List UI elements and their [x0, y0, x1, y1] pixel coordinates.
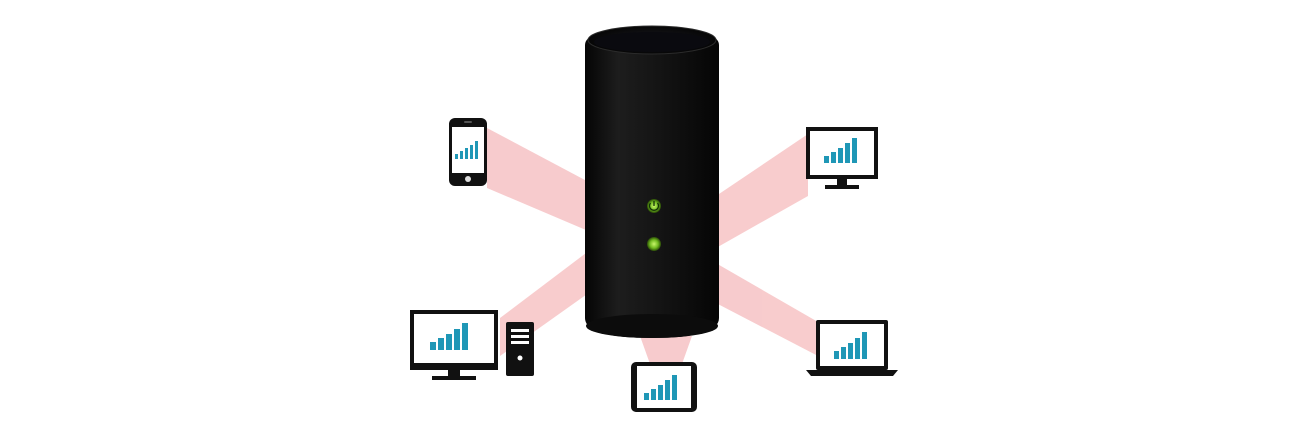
router-base: [586, 314, 718, 338]
signal-bars-icon: [834, 332, 867, 359]
monitor-icon: [806, 127, 878, 189]
smartphone-icon: [449, 118, 487, 186]
beam-tablet: [640, 336, 692, 364]
router-body: [585, 28, 719, 338]
beam-monitor-right: [716, 134, 808, 248]
beam-laptop: [714, 262, 818, 356]
wifi-status-icon: [647, 237, 661, 251]
signal-bars-icon: [644, 375, 677, 400]
signal-bars-icon: [430, 323, 468, 350]
tablet-icon: [631, 362, 697, 412]
laptop-icon: [806, 320, 898, 376]
signal-bars-icon: [824, 138, 857, 163]
signal-bars-icon: [455, 141, 478, 159]
signal-beams: [487, 128, 818, 364]
desktop-tower-icon: [410, 310, 534, 380]
beam-smartphone: [487, 128, 600, 236]
router: [585, 25, 719, 338]
